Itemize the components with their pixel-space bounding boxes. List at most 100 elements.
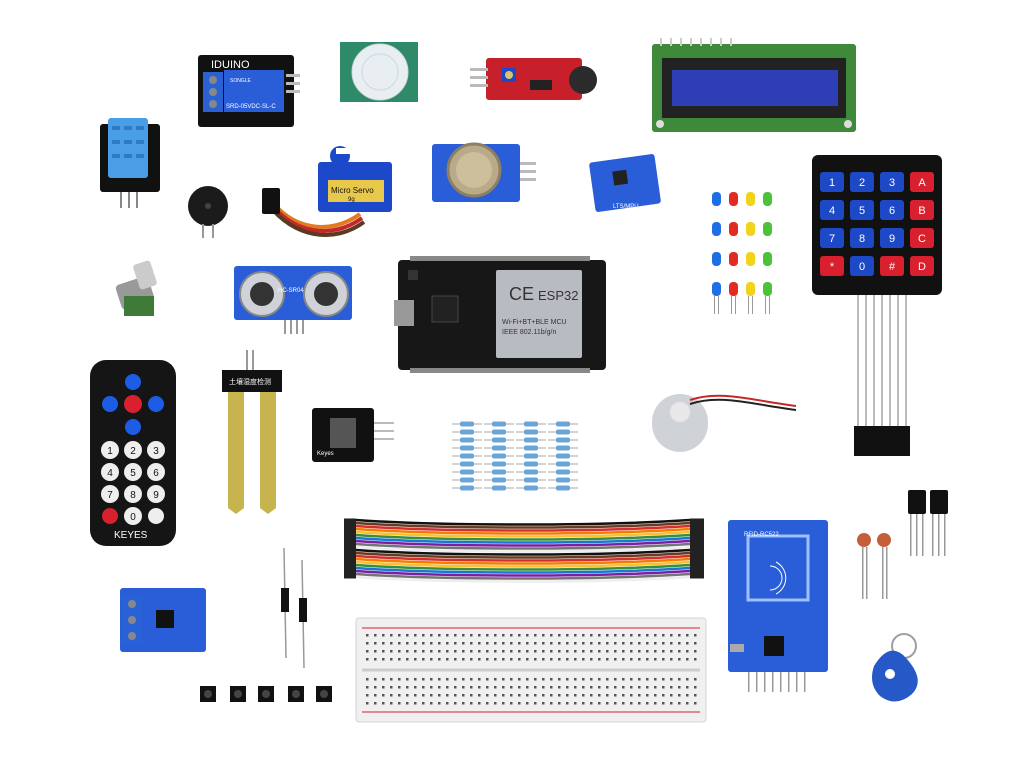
- breadboard-hole: [366, 686, 369, 689]
- lcd-display: [652, 38, 856, 132]
- breadboard-hole: [414, 678, 417, 681]
- breadboard-hole: [686, 642, 689, 645]
- breadboard-hole: [534, 686, 537, 689]
- breadboard-hole: [566, 678, 569, 681]
- breadboard-hole: [542, 678, 545, 681]
- led: [729, 252, 738, 266]
- breadboard-hole: [422, 650, 425, 653]
- breadboard-hole: [606, 634, 609, 637]
- relay-module: IDUINO SONGLE SRD-05VDC-SL-C: [198, 55, 300, 127]
- breadboard-hole: [566, 658, 569, 661]
- breadboard-hole: [590, 678, 593, 681]
- breadboard-hole: [694, 658, 697, 661]
- keypad-key: [880, 256, 904, 276]
- resistor: [460, 437, 474, 443]
- sound-sensor: [470, 58, 597, 100]
- led: [712, 222, 721, 236]
- wire-pin: [690, 557, 704, 561]
- breadboard-hole: [390, 702, 393, 705]
- breadboard-hole: [694, 686, 697, 689]
- breadboard-hole: [526, 686, 529, 689]
- breadboard-hole: [630, 642, 633, 645]
- breadboard-hole: [382, 686, 385, 689]
- breadboard-hole: [598, 634, 601, 637]
- breadboard-hole: [518, 686, 521, 689]
- breadboard-hole: [486, 694, 489, 697]
- breadboard-hole: [646, 686, 649, 689]
- led-leg: [735, 296, 736, 314]
- breadboard-hole: [670, 702, 673, 705]
- jumper-wire: [355, 539, 691, 547]
- breadboard-hole: [486, 686, 489, 689]
- breadboard-hole: [382, 694, 385, 697]
- resistor: [524, 437, 538, 443]
- diodes: [281, 547, 307, 669]
- breadboard-hole: [614, 658, 617, 661]
- breadboard-hole: [670, 686, 673, 689]
- breadboard-hole: [630, 694, 633, 697]
- breadboard-hole: [430, 658, 433, 661]
- breadboard-hole: [422, 634, 425, 637]
- breadboard-hole: [678, 634, 681, 637]
- resistor: [524, 469, 538, 475]
- relay-brand: IDUINO: [211, 59, 250, 71]
- breadboard-hole: [598, 702, 601, 705]
- breadboard-hole: [582, 634, 585, 637]
- wire-pin: [690, 572, 704, 576]
- breadboard-hole: [638, 634, 641, 637]
- breadboard-hole: [542, 702, 545, 705]
- breadboard-hole: [438, 678, 441, 681]
- breadboard-hole: [478, 686, 481, 689]
- breadboard-hole: [614, 694, 617, 697]
- transistors: [908, 490, 948, 556]
- breadboard-hole: [654, 658, 657, 661]
- breadboard-hole: [622, 650, 625, 653]
- breadboard-hole: [422, 678, 425, 681]
- breadboard-hole: [590, 642, 593, 645]
- breadboard-hole: [638, 678, 641, 681]
- remote-key-label: 0: [130, 512, 136, 523]
- resistor-set: [452, 421, 578, 491]
- keypad-key-label: 0: [859, 261, 865, 273]
- breadboard-hole: [446, 686, 449, 689]
- breadboard-hole: [414, 650, 417, 653]
- breadboard-hole: [502, 678, 505, 681]
- wire-pin: [344, 521, 356, 525]
- dht11-sensor: [100, 118, 160, 208]
- keypad-key: [820, 200, 844, 220]
- esp32-line2: IEEE 802.11b/g/n: [502, 329, 556, 336]
- breadboard-hole: [390, 694, 393, 697]
- keypad-key: [820, 172, 844, 192]
- breadboard-hole: [622, 658, 625, 661]
- breadboard-hole: [606, 658, 609, 661]
- breadboard-hole: [694, 694, 697, 697]
- resistor: [556, 421, 570, 427]
- breadboard-hole: [646, 694, 649, 697]
- remote-key-red: [102, 508, 118, 524]
- breadboard-hole: [614, 634, 617, 637]
- keypad-key-label: 8: [859, 233, 865, 245]
- breadboard-hole: [406, 650, 409, 653]
- wire-pin: [690, 554, 704, 558]
- remote-key: [124, 507, 142, 525]
- dc-motor: [652, 394, 797, 452]
- breadboard-hole: [630, 678, 633, 681]
- breadboard-hole: [502, 642, 505, 645]
- breadboard-hole: [550, 694, 553, 697]
- breadboard-hole: [590, 658, 593, 661]
- resistor: [492, 461, 506, 467]
- breadboard-hole: [494, 650, 497, 653]
- breadboard-hole: [454, 634, 457, 637]
- breadboard-hole: [398, 642, 401, 645]
- breadboard-hole: [662, 686, 665, 689]
- breadboard-hole: [414, 634, 417, 637]
- wire-pin: [690, 566, 704, 570]
- breadboard-hole: [446, 678, 449, 681]
- breadboard-hole: [438, 658, 441, 661]
- keypad-key-label: B: [918, 205, 925, 217]
- breadboard-hole: [646, 642, 649, 645]
- breadboard-hole: [582, 678, 585, 681]
- breadboard-hole: [430, 702, 433, 705]
- breadboard-hole: [454, 658, 457, 661]
- led: [746, 282, 755, 296]
